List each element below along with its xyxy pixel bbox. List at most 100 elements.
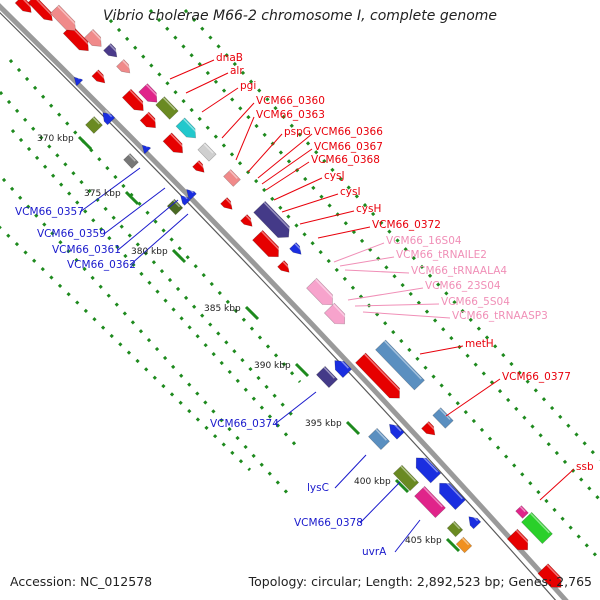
- tick-row-6: [108, 18, 600, 562]
- forward-feature-15: [537, 563, 564, 588]
- gene-label-uvra: uvrA: [362, 546, 387, 558]
- forward-feature-11: [277, 260, 290, 273]
- gene-label-vcm66-0374: VCM66_0374: [210, 418, 279, 430]
- leader-vcm66-0357: [79, 167, 141, 213]
- leader-vcm66-trnaala4: [344, 269, 410, 274]
- reverse-feature-1: [73, 74, 84, 87]
- reverse-feature-16: [439, 478, 466, 511]
- gene-label-vcm66-0363: VCM66_0363: [256, 109, 325, 121]
- scale-label-405-kbp: 405 kbp: [405, 536, 442, 546]
- leader-vcm66-trnaasp3: [362, 311, 451, 319]
- gene-label-alr: alr: [230, 65, 244, 77]
- leader-vcm66-0374: [274, 391, 317, 425]
- colored-feature-8: [197, 142, 217, 162]
- reverse-feature-14: [415, 453, 442, 484]
- gene-label-cysh: cysH: [356, 203, 381, 215]
- reverse-feature-4: [123, 153, 139, 169]
- gene-label-vcm66-5s04: VCM66_5S04: [441, 296, 510, 308]
- colored-feature-9: [223, 169, 241, 187]
- leader-vcm66-0372: [317, 226, 371, 239]
- genome-summary-text: Topology: circular; Length: 2,892,523 bp…: [248, 574, 592, 589]
- leader-vcm66-16s04: [333, 242, 385, 263]
- scale-tick: [124, 190, 140, 206]
- backbone-layer: [0, 3, 569, 600]
- gene-label-vcm66-23s04: VCM66_23S04: [425, 280, 501, 292]
- forward-feature-14: [506, 528, 531, 551]
- reverse-feature-19: [468, 513, 482, 530]
- scale-label-390-kbp: 390 kbp: [254, 361, 291, 371]
- leader-dnab: [169, 59, 215, 80]
- gene-label-cysj: cysJ: [324, 170, 345, 182]
- scale-label-375-kbp: 375 kbp: [84, 189, 121, 199]
- scale-label-385-kbp: 385 kbp: [204, 304, 241, 314]
- gene-label-pgi: pgi: [240, 80, 256, 92]
- gene-label-ssb: ssb: [576, 461, 594, 473]
- scale-tick: [294, 362, 310, 378]
- colored-feature-11: [289, 242, 302, 255]
- leader-vcm66-trnaile2: [339, 256, 395, 267]
- forward-feature-16: [14, 0, 33, 13]
- backbone-arc: [0, 3, 569, 600]
- scale-label-400-kbp: 400 kbp: [354, 477, 391, 487]
- leader-line-layer: [79, 59, 575, 553]
- scale-tick: [171, 248, 187, 264]
- colored-feature-15: [432, 407, 454, 429]
- leader-cysi: [281, 193, 339, 213]
- colored-feature-2: [84, 28, 103, 47]
- leader-vcm66-0367: [261, 148, 313, 185]
- colored-feature-12: [306, 277, 335, 306]
- reverse-feature-7: [180, 193, 191, 206]
- leader-vcm66-5s04: [354, 303, 440, 307]
- leader-pgi: [201, 87, 239, 113]
- gene-label-vcm66-16s04: VCM66_16S04: [386, 235, 462, 247]
- gene-label-meth: metH: [465, 338, 494, 350]
- leader-lysc: [334, 454, 367, 489]
- scale-tick: [345, 420, 361, 436]
- colored-feature-4: [116, 59, 131, 74]
- scale-label-395-kbp: 395 kbp: [305, 419, 342, 429]
- reverse-feature-13: [392, 464, 420, 492]
- tick-row-7: [148, 8, 600, 502]
- leader-pspg: [247, 133, 283, 173]
- leader-vcm66-0378: [359, 481, 401, 524]
- forward-feature-9: [240, 214, 253, 227]
- gene-label-vcm66-0361: VCM66_0361: [52, 244, 121, 256]
- colored-feature-10: [253, 200, 292, 238]
- gene-label-vcm66-trnaala4: VCM66_tRNAALA4: [411, 265, 507, 277]
- tick-row-3: [10, 128, 302, 452]
- gene-label-vcm66-trnaasp3: VCM66_tRNAASP3: [452, 310, 548, 322]
- scale-label-370-kbp: 370 kbp: [37, 134, 74, 144]
- leader-ssb: [539, 468, 575, 501]
- forward-feature-8: [220, 197, 233, 210]
- colored-feature-5: [138, 83, 159, 103]
- gene-label-vcm66-0368: VCM66_0368: [311, 154, 380, 166]
- leader-vcm66-0362: [129, 213, 189, 266]
- leader-vcm66-0368: [265, 161, 310, 191]
- gene-label-vcm66-0372: VCM66_0372: [372, 219, 441, 231]
- colored-feature-6: [155, 96, 179, 120]
- reverse-feature-15: [414, 485, 446, 519]
- leader-meth: [419, 345, 464, 355]
- forward-feature-10: [252, 229, 281, 258]
- scale-label-380-kbp: 380 kbp: [131, 247, 168, 257]
- gene-label-vcm66-0362: VCM66_0362: [67, 259, 136, 271]
- leader-uvra: [394, 519, 421, 553]
- leader-cysj: [273, 177, 323, 201]
- label-layer: 370 kbp 375 kbp 380 kbp 385 kbp 390 kbp 395 k…: [15, 52, 594, 558]
- forward-feature-7: [192, 160, 205, 173]
- colored-feature-1: [49, 4, 78, 32]
- colored-feature-7: [175, 117, 198, 139]
- colored-feature-14: [375, 339, 425, 391]
- leader-vcm66-0361: [117, 199, 179, 251]
- gene-label-vcm66-0377: VCM66_0377: [502, 371, 571, 383]
- leader-vcm66-0360: [221, 102, 255, 139]
- colored-feature-3: [103, 43, 118, 58]
- accession-text: Accession: NC_012578: [10, 574, 153, 589]
- tick-row-2: [0, 90, 294, 417]
- reverse-feature-12: [389, 421, 405, 440]
- forward-feature-4: [121, 88, 146, 111]
- reverse-feature-17: [446, 520, 464, 538]
- gene-label-vcm66-0357: VCM66_0357: [15, 206, 84, 218]
